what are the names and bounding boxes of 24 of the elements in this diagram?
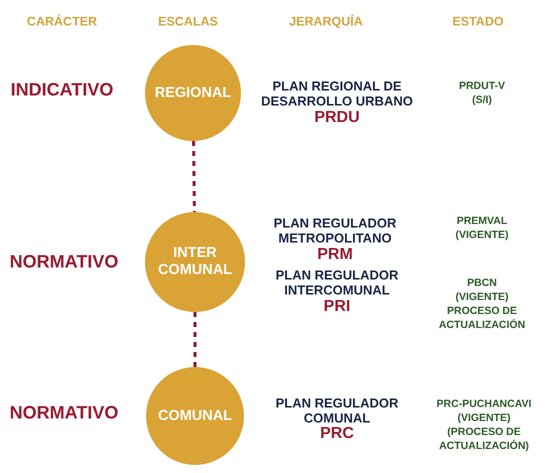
category-label: NORMATIVO (10, 402, 118, 424)
category-label: NORMATIVO (10, 252, 118, 272)
plan-acronym: PRDU (314, 109, 360, 127)
plan-name: PLAN REGULADOR INTERCOMUNAL (276, 268, 398, 298)
scale-label: REGIONAL (154, 84, 232, 102)
connector-line (194, 312, 196, 367)
status-text: PBCN (VIGENTE) PROCESO DE ACTUALIZACIÓN (438, 276, 526, 332)
connector-line (192, 140, 196, 212)
status-text: PRDUT-V (S/I) (458, 79, 506, 107)
column-header: CARÁCTER (26, 14, 98, 30)
plan-name: PLAN REGIONAL DE DESARROLLO URBANO (261, 80, 413, 108)
plan-acronym: PRM (317, 246, 353, 264)
scale-label: COMUNAL (158, 408, 232, 424)
plan-name: PLAN REGULADOR COMUNAL (276, 396, 398, 426)
plan-acronym: PRI (324, 298, 350, 316)
status-text: PRC-PUCHANCAVI (VIGENTE) (PROCESO DE ACTUALIZACIÓN) (436, 397, 532, 453)
column-header: ESTADO (452, 14, 504, 30)
plan-acronym: PRC (320, 425, 354, 443)
column-header: ESCALAS (158, 14, 218, 30)
status-text: PREMVAL (VIGENTE) (455, 214, 509, 242)
category-label: INDICATIVO (10, 80, 114, 100)
plan-name: PLAN REGULADOR METROPOLITANO (274, 216, 396, 246)
column-header: JERARQUÍA (289, 14, 363, 30)
scale-label: INTER COMUNAL (158, 245, 232, 279)
